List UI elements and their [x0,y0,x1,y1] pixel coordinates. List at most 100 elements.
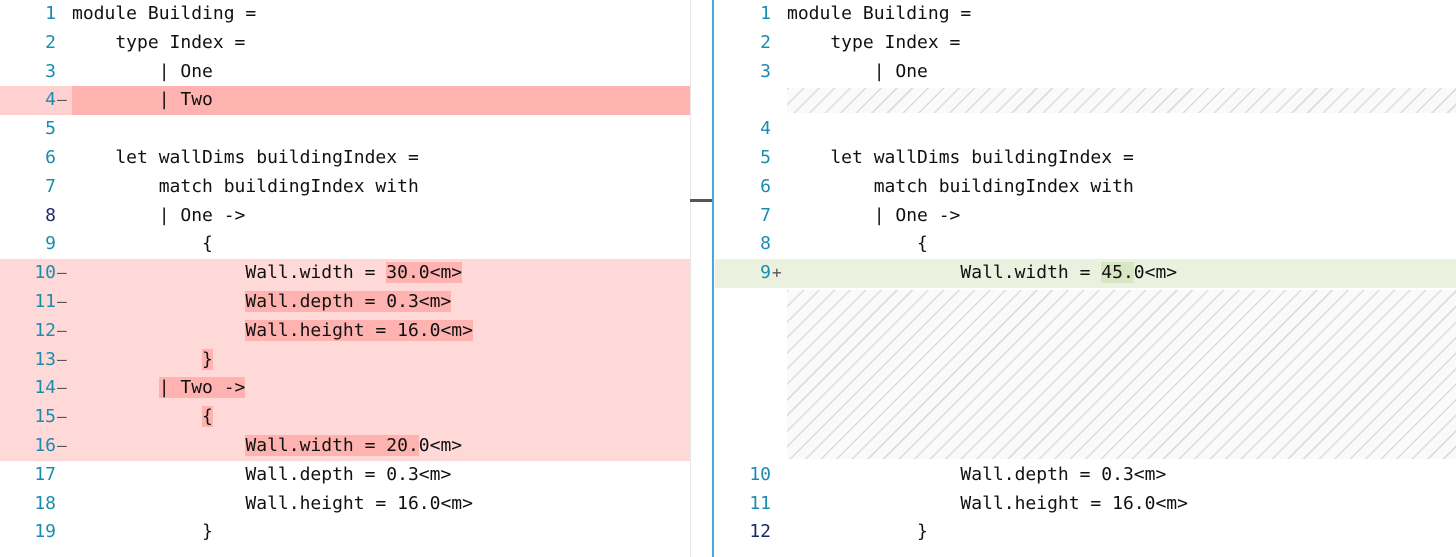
line-number: 11 [34,291,56,312]
line-number: 16 [34,435,56,456]
code-text: Wall.height = 16.0<m> [72,492,473,514]
code-line[interactable]: 17 Wall.depth = 0.3<m> [0,461,690,490]
added-marker-icon: + [772,263,782,283]
code-text: Wall.height = 16.0<m> [787,492,1188,514]
line-number: 8 [760,233,771,255]
code-text-unchanged [72,320,245,341]
line-number: 12 [34,319,56,341]
code-text-unchanged [72,406,202,427]
removed-marker-icon: — [57,407,67,427]
line-number: 15 [34,406,56,428]
code-line[interactable]: 3 | One [715,58,1456,87]
line-number: 14 [34,377,56,399]
code-line[interactable]: 5 let wallDims buildingIndex = [715,144,1456,173]
code-line[interactable]: 19 } [0,518,690,547]
line-number: 5 [760,147,771,168]
code-line[interactable]: 4— | Two [0,86,690,116]
code-text: | One -> [72,204,246,226]
code-text-unchanged [72,349,202,370]
code-line[interactable]: 2 type Index = [0,29,690,58]
code-line[interactable]: 15— { [0,403,690,432]
code-text: match buildingIndex with [72,175,419,197]
code-text: | Two -> [72,374,690,403]
code-text: } [72,346,690,375]
code-line[interactable]: 12 } [715,518,1456,547]
code-text: } [72,521,213,543]
removed-marker-icon: — [57,349,67,369]
code-text: type Index = [787,31,961,53]
line-number: 12 [749,521,771,543]
line-number: 11 [749,492,771,514]
code-line[interactable]: 2 type Index = [715,29,1456,58]
code-text: Wall.depth = 0.3<m> [72,463,452,485]
code-text: | One [787,60,928,82]
line-number: 17 [34,463,56,485]
code-text: Wall.width = 20.0<m> [72,432,690,461]
removed-marker-icon: — [57,263,67,283]
code-text-unchanged [72,377,159,398]
code-line[interactable]: 3 | One [0,58,690,87]
code-text: | Two [72,86,690,116]
code-line[interactable]: 8 { [715,230,1456,259]
change-connector [690,199,712,202]
code-line[interactable]: 18 Wall.height = 16.0<m> [0,490,690,519]
code-line[interactable]: 11— Wall.depth = 0.3<m> [0,288,690,317]
removed-marker-icon: — [57,90,67,110]
code-text: Wall.width = 45.0<m> [787,259,1456,288]
code-line[interactable]: 9 { [0,230,690,259]
line-number: 9 [45,233,56,255]
code-line[interactable]: 5 [0,115,690,144]
line-number: 3 [45,60,56,82]
code-line[interactable]: 14— | Two -> [0,374,690,404]
line-number: 2 [760,31,771,53]
code-text: } [787,521,928,543]
code-text: { [72,233,213,255]
line-number: 4 [45,89,56,111]
code-line[interactable]: 11 Wall.height = 16.0<m> [715,490,1456,519]
code-line[interactable]: 7 match buildingIndex with [0,173,690,202]
removed-marker-icon: — [57,292,67,311]
line-number: 9 [760,262,771,284]
code-text: match buildingIndex with [787,175,1134,197]
code-text-unchanged: Wall.width = [72,262,387,284]
code-line[interactable]: 12— Wall.height = 16.0<m> [0,316,690,346]
removed-marker-icon: — [57,320,67,340]
line-number: 18 [34,492,56,514]
code-text-unchanged: 0<m> [1133,262,1178,284]
code-line[interactable]: 8 | One -> [0,202,690,231]
line-number: 6 [760,175,771,197]
line-number: 7 [760,204,771,226]
line-number: 10 [34,262,56,284]
code-text: Wall.depth = 0.3<m> [787,463,1167,485]
removed-marker-icon: — [57,378,67,398]
code-line[interactable]: 16— Wall.width = 20.0<m> [0,432,690,461]
code-text: | One -> [787,204,961,226]
code-text-unchanged [72,291,245,312]
code-line[interactable]: 4 [715,115,1456,144]
code-line[interactable]: 10 Wall.depth = 0.3<m> [715,461,1456,490]
deleted-text: Wall.height = 16.0<m> [245,319,473,341]
line-number: 1 [45,3,56,24]
center-gutter [690,0,716,557]
deleted-text: Wall.width = 20. [245,435,419,456]
pane-divider[interactable] [712,0,714,557]
removed-marker-icon: — [57,436,67,455]
line-number: 7 [45,175,56,197]
code-line[interactable]: 9+ Wall.width = 45.0<m> [715,259,1456,288]
deleted-text: | Two -> [158,377,246,399]
code-line[interactable]: 6 let wallDims buildingIndex = [0,144,690,173]
code-text: module Building = [787,3,972,24]
code-line[interactable]: 10— Wall.width = 30.0<m> [0,259,690,288]
line-number: 4 [760,118,771,140]
code-line[interactable]: 7 | One -> [715,202,1456,231]
code-line[interactable]: 6 match buildingIndex with [715,173,1456,202]
line-number: 13 [34,348,56,370]
code-line[interactable]: 13— } [0,345,690,375]
code-text: let wallDims buildingIndex = [787,147,1134,168]
line-number: 8 [45,204,56,226]
